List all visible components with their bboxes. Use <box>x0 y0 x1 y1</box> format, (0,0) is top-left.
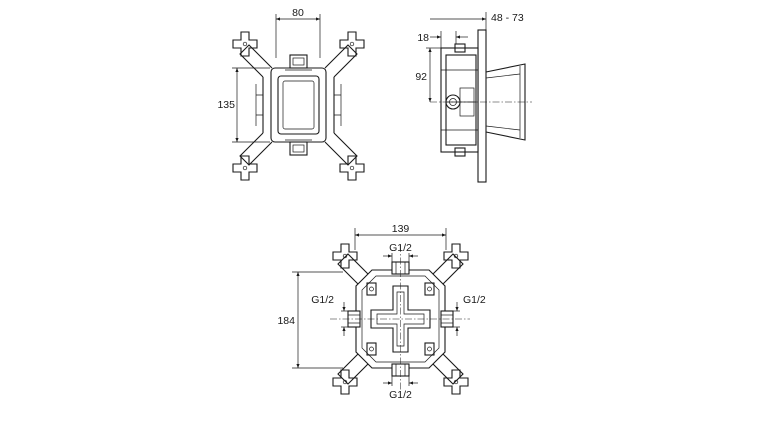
side-view: 48 - 73 18 92 <box>415 12 532 183</box>
front-tab-bottom-left <box>232 155 258 181</box>
rear-port-top-callout: G1/2 <box>383 242 418 262</box>
front-width-dimension: 80 <box>275 7 321 58</box>
rear-port-top-label: G1/2 <box>389 242 412 254</box>
front-tab-top-left <box>232 31 258 57</box>
rear-width-label: 139 <box>392 223 410 235</box>
side-offset-label: 18 <box>417 32 429 44</box>
rear-view: 139 184 G1/2 G1/2 G1 <box>277 223 485 401</box>
rear-height-label: 184 <box>277 315 295 327</box>
side-depth-dimension: 48 - 73 <box>430 12 524 30</box>
front-tab-bottom-right <box>339 155 365 181</box>
front-height-label: 135 <box>217 99 235 111</box>
rear-body <box>355 269 446 369</box>
rear-port-bottom-label: G1/2 <box>389 389 412 401</box>
rear-port-right-label: G1/2 <box>463 294 486 306</box>
rear-cross-channel <box>370 285 431 353</box>
rear-frame-arms <box>337 253 464 385</box>
front-tab-top-right <box>339 31 365 57</box>
rear-tab-top-left <box>332 243 358 269</box>
rear-tab-bottom-right <box>443 369 469 395</box>
front-frame-arms <box>239 44 358 166</box>
front-view: 80 135 <box>217 7 365 181</box>
side-body <box>440 43 479 157</box>
front-height-dimension: 135 <box>217 67 270 143</box>
rear-port-right-callout: G1/2 <box>453 294 486 336</box>
side-center-label: 92 <box>415 71 427 83</box>
front-width-label: 80 <box>292 7 304 19</box>
side-depth-label: 48 - 73 <box>491 12 524 24</box>
front-housing <box>270 54 327 156</box>
side-mounting-plate <box>477 29 487 183</box>
rear-port-bottom-callout: G1/2 <box>383 376 418 401</box>
side-center-dimension: 92 <box>415 47 441 102</box>
rear-width-dimension: 139 <box>354 223 447 250</box>
rear-tab-bottom-left <box>332 369 358 395</box>
rear-port-left-label: G1/2 <box>311 294 334 306</box>
side-offset-dimension: 18 <box>417 31 468 48</box>
rear-port-left-callout: G1/2 <box>311 294 348 336</box>
rear-tab-top-right <box>443 243 469 269</box>
rear-height-dimension: 184 <box>277 271 343 369</box>
